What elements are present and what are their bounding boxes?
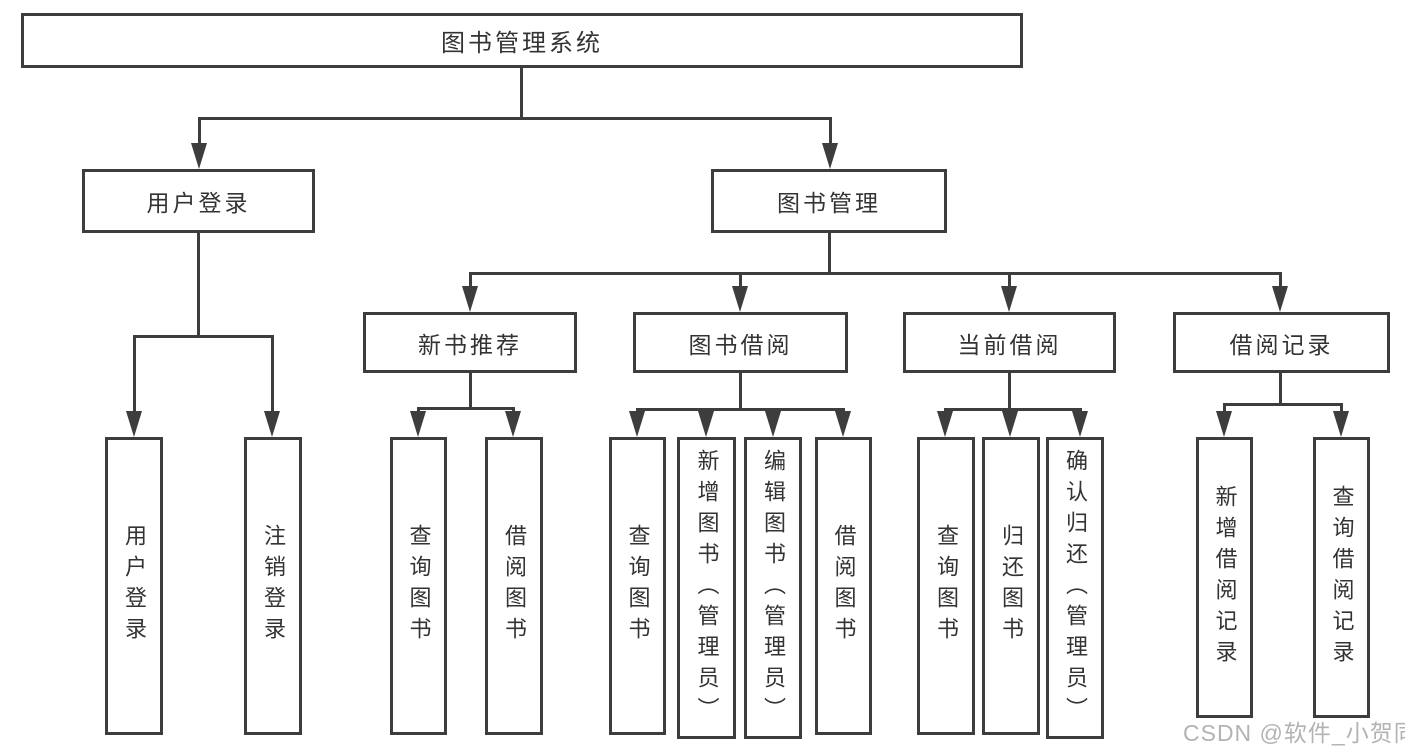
connector-borrow-records-stem [1279, 373, 1282, 405]
connector-book-mgmt-stem [828, 233, 831, 274]
node-label: 当前借阅 [957, 331, 1062, 358]
connector-current-borrow-split [944, 408, 1082, 411]
node-book-borrow: 图书借阅 [633, 312, 848, 373]
node-label: 查询借阅记录 [1329, 484, 1355, 671]
node-current-borrow: 当前借阅 [903, 312, 1116, 373]
leaf-bookborrow-borrow: 借阅图书 [815, 437, 872, 735]
leaf-bookborrow-edit-admin: 编辑图书（管理员） [744, 437, 802, 739]
leaf-user-login: 用户登录 [105, 437, 163, 735]
connector-root-split [198, 117, 832, 120]
node-label: 新书推荐 [418, 331, 522, 358]
node-user-login: 用户登录 [82, 169, 315, 233]
node-root: 图书管理系统 [21, 13, 1023, 68]
node-label: 用户登录 [122, 524, 147, 648]
node-label: 编辑图书（管理员） [761, 448, 786, 728]
arrow-down-icon [1216, 411, 1232, 437]
connector-new-books-split [417, 407, 515, 410]
connector-book-borrow-stem [739, 373, 742, 410]
arrow-down-icon [765, 411, 781, 437]
arrow-down-icon [191, 143, 207, 169]
connector-to-borrow-records [1279, 272, 1282, 288]
connector-borrow-records-split [1223, 403, 1343, 406]
connector-root-stem [520, 68, 523, 119]
connector-to-user-login [198, 117, 201, 146]
node-label: 借阅记录 [1229, 331, 1334, 358]
arrow-down-icon [698, 411, 714, 437]
connector-leaf [1223, 403, 1226, 415]
node-label: 查询图书 [934, 524, 959, 648]
arrow-down-icon [732, 286, 748, 312]
connector-new-books-stem [469, 373, 472, 409]
connector-to-book-mgmt [829, 117, 832, 146]
connector-book-borrow-split [636, 408, 845, 411]
arrow-down-icon [264, 411, 280, 437]
leaf-bookborrow-add-admin: 新增图书（管理员） [677, 437, 736, 739]
leaf-newbooks-borrow: 借阅图书 [485, 437, 543, 735]
node-label: 新增借阅记录 [1212, 484, 1238, 671]
leaf-logout: 注销登录 [244, 437, 302, 735]
node-label: 图书管理 [777, 190, 881, 216]
leaf-current-confirm-admin: 确认归还（管理员） [1046, 437, 1104, 739]
arrow-down-icon [629, 411, 645, 437]
node-label: 用户登录 [146, 190, 251, 216]
node-label: 借阅图书 [831, 524, 857, 648]
node-label: 查询图书 [406, 524, 432, 648]
node-label: 注销登录 [261, 524, 286, 648]
arrow-down-icon [505, 411, 521, 437]
arrow-down-icon [462, 286, 478, 312]
arrow-down-icon [822, 143, 838, 169]
connector-to-current-borrow [1008, 272, 1011, 288]
arrow-down-icon [1002, 411, 1018, 437]
node-label: 图书借阅 [688, 331, 793, 358]
connector-user-login-stem [197, 233, 200, 337]
arrow-down-icon [1001, 286, 1017, 312]
connector-to-book-borrow [739, 272, 742, 288]
csdn-watermark: CSDN @软件_小贺同学 [1183, 720, 1405, 746]
arrow-down-icon [410, 411, 426, 437]
arrow-down-icon [1333, 411, 1349, 437]
node-label: 查询图书 [625, 524, 651, 648]
connector-to-leaf-logout [271, 335, 274, 413]
leaf-records-query: 查询借阅记录 [1313, 437, 1370, 718]
leaf-current-return: 归还图书 [982, 437, 1040, 735]
node-book-mgmt: 图书管理 [711, 169, 947, 233]
leaf-bookborrow-query: 查询图书 [609, 437, 666, 735]
arrow-down-icon [937, 411, 953, 437]
node-new-books: 新书推荐 [363, 312, 577, 373]
leaf-current-query: 查询图书 [917, 437, 975, 735]
connector-book-mgmt-split [469, 272, 1282, 275]
node-label: 新增图书（管理员） [694, 448, 720, 728]
connector-to-new-books [469, 272, 472, 288]
arrow-down-icon [835, 411, 851, 437]
node-label: 借阅图书 [502, 524, 527, 648]
node-label: 图书管理系统 [441, 30, 603, 57]
leaf-newbooks-query: 查询图书 [390, 437, 447, 735]
node-label: 确认归还（管理员） [1063, 448, 1088, 728]
connector-leaf [1340, 403, 1343, 415]
arrow-down-icon [126, 411, 142, 437]
node-borrow-records: 借阅记录 [1173, 312, 1390, 373]
connector-user-login-split [133, 335, 274, 338]
connector-current-borrow-stem [1008, 373, 1011, 410]
node-label: 归还图书 [999, 524, 1024, 648]
arrow-down-icon [1072, 411, 1088, 437]
connector-to-leaf-user-login [133, 335, 136, 413]
leaf-records-add: 新增借阅记录 [1196, 437, 1253, 718]
arrow-down-icon [1272, 286, 1288, 312]
